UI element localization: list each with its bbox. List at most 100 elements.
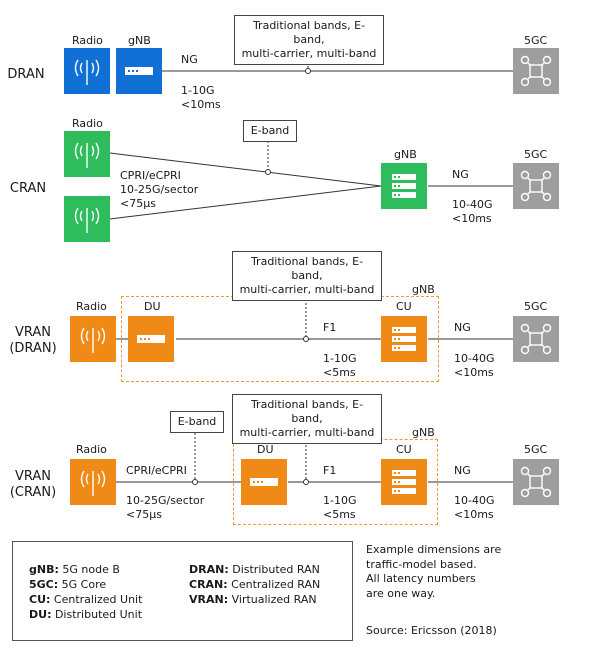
cran-radio-node-bottom — [64, 196, 110, 242]
vran-cran-ng-rate: 10-40G — [454, 494, 495, 507]
dimension-note: Example dimensions are traffic-model bas… — [366, 543, 501, 601]
cran-gnb-node — [381, 163, 427, 209]
legend-term: 5GC: — [29, 578, 59, 591]
vran-cran-du-node — [241, 459, 287, 505]
vran-cran-radio-node — [70, 459, 116, 505]
cran-fronthaul-name: CPRI/eCPRI — [120, 169, 181, 182]
core-title: 5GC — [524, 300, 548, 313]
server-rack-icon — [125, 67, 153, 75]
row-label-line: VRAN — [14, 325, 52, 340]
vran-cran-f1-rate: 1-10G — [323, 494, 357, 507]
vran-dran-callout: Traditional bands, E-band, multi-carrier… — [232, 251, 382, 301]
note-line: Example dimensions are — [366, 543, 502, 556]
server-rack-icon — [137, 335, 165, 343]
vran-cran-cu-node — [381, 459, 427, 505]
callout-line: multi-carrier, multi-band — [241, 47, 377, 60]
cu-title: CU — [396, 300, 412, 313]
vran-dran-du-node — [128, 316, 174, 362]
cran-eband-callout: E-band — [243, 120, 297, 142]
gnb-title: gNB — [394, 148, 417, 161]
legend-term: gNB: — [29, 563, 59, 576]
legend-item: CRAN: Centralized RAN — [189, 578, 320, 592]
dran-radio-node — [64, 48, 110, 94]
dran-ng-label: NG — [181, 53, 198, 66]
antenna-icon — [74, 142, 100, 168]
dran-ng-rate: 1-10G — [181, 84, 215, 97]
legend-term: VRAN: — [189, 593, 229, 606]
vran-cran-fronthaul-rate: 10-25G/sector — [126, 494, 205, 507]
cran-fronthaul-rate: 10-25G/sector — [120, 183, 199, 196]
network-hub-icon — [520, 170, 552, 202]
callout-line: multi-carrier, multi-band — [239, 426, 375, 439]
gnb-title: gNB — [412, 426, 435, 439]
cran-ng-latency: <10ms — [452, 212, 492, 225]
gnb-title: gNB — [128, 34, 151, 47]
vran-cran-fronthaul-latency: <75µs — [126, 508, 162, 521]
vran-cran-eband-callout: E-band — [170, 411, 224, 433]
cran-fronthaul-bottom-link — [109, 185, 382, 220]
server-rack-icon — [392, 470, 416, 494]
row-label-dran: DRAN — [7, 67, 45, 82]
vran-dran-ng-rate: 10-40G — [454, 352, 495, 365]
callout-line: multi-carrier, multi-band — [239, 283, 375, 296]
note-line: are one way. — [366, 586, 436, 600]
vran-cran-f1-label: F1 — [323, 464, 337, 477]
vran-dran-f1-latency: <5ms — [323, 366, 356, 379]
legend-term: DRAN: — [189, 563, 229, 576]
du-title: DU — [257, 443, 274, 456]
vran-dran-f1-label: F1 — [323, 321, 337, 334]
network-hub-icon — [520, 466, 552, 498]
vran-dran-cu-node — [381, 316, 427, 362]
legend-definition: Distributed Unit — [51, 608, 143, 621]
cu-title: CU — [396, 443, 412, 456]
cran-radio-node-top — [64, 131, 110, 177]
cran-ng-rate: 10-40G — [452, 198, 493, 211]
du-title: DU — [144, 300, 161, 313]
core-title: 5GC — [524, 148, 548, 161]
server-rack-icon — [392, 174, 416, 198]
legend-item: DU: Distributed Unit — [29, 608, 142, 622]
legend-definition: Centralized RAN — [227, 578, 321, 591]
dran-core-node — [513, 48, 559, 94]
callout-line: Traditional bands, E-band, — [250, 255, 364, 282]
cran-ng-label: NG — [452, 168, 469, 181]
vran-cran-ng-latency: <10ms — [454, 508, 494, 521]
legend-item: CU: Centralized Unit — [29, 593, 142, 607]
server-rack-icon — [392, 327, 416, 351]
vran-cran-callout: Traditional bands, E-band, multi-carrier… — [232, 394, 382, 444]
dran-ng-latency: <10ms — [181, 98, 221, 111]
network-hub-icon — [520, 323, 552, 355]
row-label-vran-dran: VRAN (DRAN) — [8, 325, 58, 357]
legend-item: gNB: 5G node B — [29, 563, 120, 577]
vran-cran-fronthaul-name: CPRI/eCPRI — [126, 464, 187, 477]
row-label-line: (CRAN) — [9, 485, 57, 500]
dran-callout: Traditional bands, E-band, multi-carrier… — [234, 15, 384, 65]
legend-definition: 5G node B — [58, 563, 120, 576]
row-label-vran-cran: VRAN (CRAN) — [8, 469, 58, 501]
vran-dran-ng-label: NG — [454, 321, 471, 334]
server-rack-icon — [250, 478, 278, 486]
cran-fronthaul-top-link — [109, 152, 382, 187]
antenna-icon — [74, 59, 100, 85]
row-label-line: (DRAN) — [9, 341, 57, 356]
legend-item: 5GC: 5G Core — [29, 578, 106, 592]
legend-box: gNB: 5G node B 5GC: 5G Core CU: Centrali… — [12, 541, 353, 641]
vran-dran-radio-node — [70, 316, 116, 362]
note-line: All latency numbers — [366, 572, 476, 585]
radio-title: Radio — [76, 443, 107, 456]
legend-definition: Virtualized RAN — [228, 593, 317, 606]
radio-title: Radio — [72, 117, 103, 130]
legend-term: CRAN: — [189, 578, 228, 591]
antenna-icon — [80, 327, 106, 353]
network-hub-icon — [520, 55, 552, 87]
gnb-title: gNB — [412, 283, 435, 296]
legend-item: VRAN: Virtualized RAN — [189, 593, 317, 607]
legend-definition: Distributed RAN — [228, 563, 320, 576]
vran-cran-f1-latency: <5ms — [323, 508, 356, 521]
note-line: traffic-model based. — [366, 557, 477, 571]
legend-term: CU: — [29, 593, 51, 606]
vran-dran-ng-latency: <10ms — [454, 366, 494, 379]
vran-dran-core-node — [513, 316, 559, 362]
legend-item: DRAN: Distributed RAN — [189, 563, 320, 577]
source-note: Source: Ericsson (2018) — [366, 624, 497, 637]
